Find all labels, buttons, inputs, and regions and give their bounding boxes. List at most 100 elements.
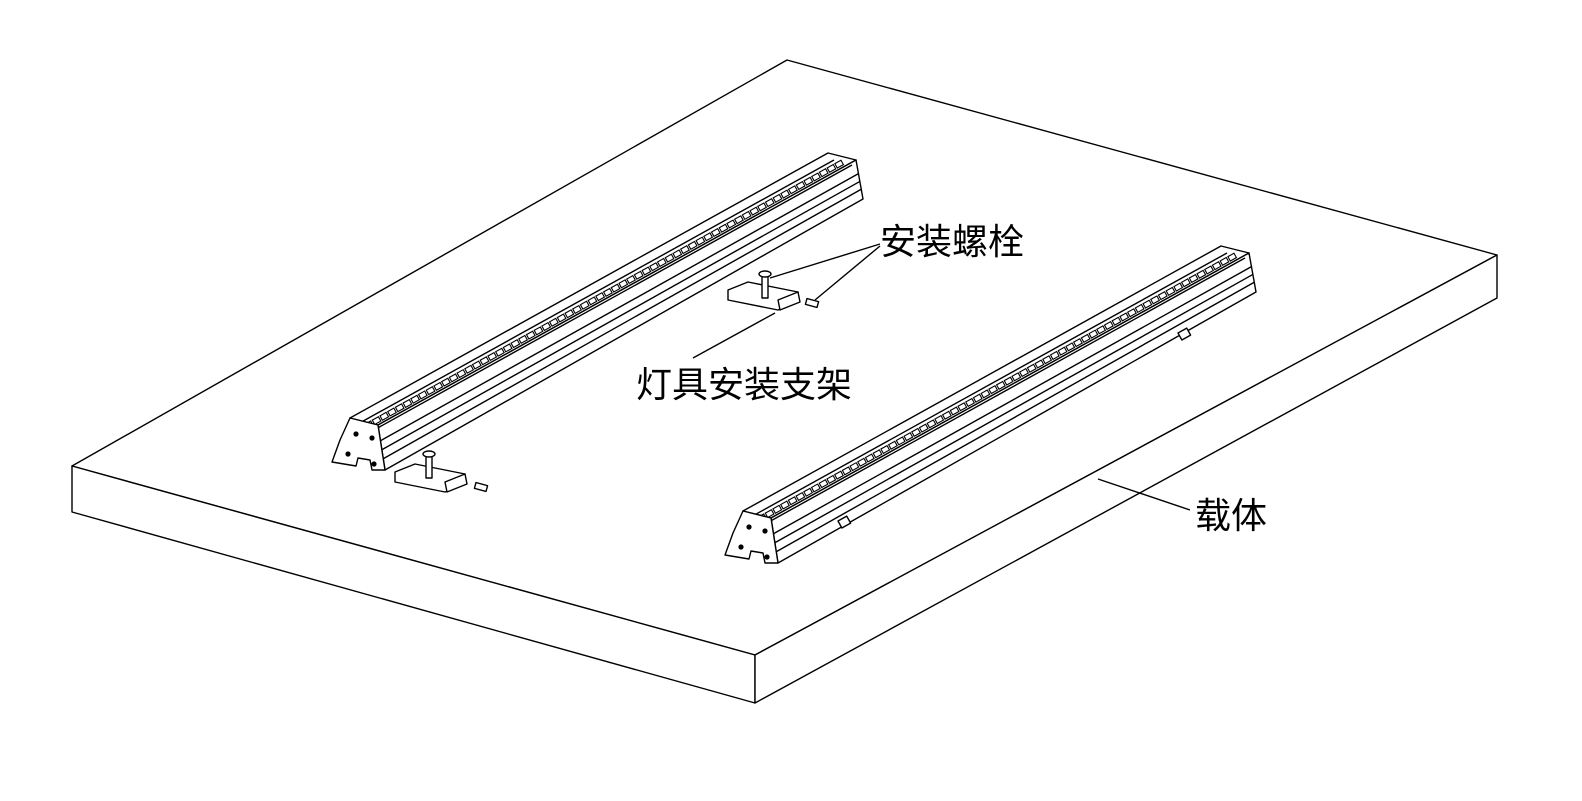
led-chip [571, 304, 583, 315]
led-chip [810, 172, 822, 182]
led-chip [1034, 359, 1045, 369]
led-chip [895, 436, 906, 446]
led-chip [818, 168, 829, 178]
led-chip [494, 347, 505, 357]
led-chip [787, 185, 798, 195]
led-chip [1173, 282, 1184, 292]
led-chip [857, 457, 868, 467]
slab-side-face [754, 254, 1498, 704]
led-chip [417, 390, 428, 400]
led-chip [518, 334, 529, 345]
led-chip [1142, 299, 1153, 309]
led-chip [710, 227, 721, 238]
screw-hole-icon [353, 431, 359, 437]
led-chip [795, 180, 806, 191]
led-chip [479, 356, 490, 366]
leader-carrier [1097, 478, 1191, 511]
led-chip [918, 423, 929, 433]
led-chip [988, 385, 999, 395]
led-chip [1080, 333, 1091, 343]
led-chip [448, 373, 459, 383]
screw-hole-icon [345, 451, 351, 457]
led-chip [834, 159, 845, 169]
fixture-groove [775, 281, 1255, 553]
led-chip [1042, 355, 1053, 365]
led-chip [548, 317, 559, 327]
led-chip [911, 427, 922, 438]
led-chip [826, 474, 837, 485]
fixture-end-cap [724, 510, 779, 564]
led-chip [980, 389, 991, 399]
led-chip [949, 406, 960, 416]
led-chip [402, 398, 413, 409]
led-chip [1227, 252, 1238, 262]
fixture-groove [380, 173, 859, 442]
mounting-bracket-back [727, 270, 820, 311]
label-carrier: 载体 [1195, 496, 1267, 537]
led-chip [1196, 269, 1207, 279]
led-chip [440, 377, 451, 387]
leader-bolt-1 [769, 243, 881, 279]
led-chip [926, 419, 937, 429]
led-chip [887, 440, 898, 450]
led-chip [1211, 261, 1222, 271]
led-chip [1111, 316, 1122, 326]
led-chip [872, 449, 883, 459]
fixture-groove [381, 180, 861, 451]
leader-bolt-2 [814, 245, 881, 301]
led-chip [941, 410, 952, 420]
led-chip [379, 411, 390, 421]
screw-hole-icon [738, 544, 744, 550]
led-chip [1065, 342, 1076, 352]
led-chip [1219, 256, 1230, 267]
led-chip [672, 249, 683, 259]
led-chip [664, 253, 675, 263]
led-chip [787, 496, 798, 506]
led-chip [641, 266, 652, 276]
led-chip [826, 163, 837, 174]
led-chip [579, 300, 590, 310]
led-chip [1203, 265, 1215, 275]
label-bracket: 灯具安装支架 [636, 365, 852, 406]
led-chip [772, 193, 783, 203]
led-chip [1096, 325, 1107, 335]
screw-hole-icon [762, 528, 768, 534]
bolt-horizontal [473, 481, 489, 493]
led-chip [1126, 308, 1137, 318]
led-chip [1188, 273, 1199, 284]
led-chip [679, 244, 690, 255]
led-chip [795, 491, 806, 502]
led-chip [394, 403, 405, 413]
mounting-bracket-front [394, 450, 489, 493]
led-chip [386, 407, 398, 417]
carrier-slab [71, 59, 1498, 704]
fixture-clip [837, 515, 852, 529]
led-chip [371, 415, 382, 426]
led-chip [525, 330, 536, 340]
led-chip [703, 232, 714, 242]
led-chip [625, 274, 637, 285]
fixture-groove [773, 266, 1252, 535]
led-chip [533, 326, 544, 336]
led-chip [1011, 372, 1022, 382]
screw-hole-icon [369, 435, 375, 441]
led-chip [780, 189, 791, 199]
bolt-horizontal [804, 297, 820, 309]
leader-bracket [692, 312, 776, 359]
light-fixture-left [331, 152, 864, 471]
led-chip [1057, 346, 1068, 356]
led-chip [733, 215, 744, 225]
label-bolts: 安装螺栓 [880, 222, 1024, 263]
led-chip [633, 270, 644, 280]
led-chip [649, 262, 660, 272]
led-chip [1049, 350, 1060, 361]
led-chip [764, 508, 775, 519]
led-chip [1180, 278, 1191, 288]
led-chip [587, 296, 598, 306]
fixture-clip [1177, 327, 1192, 341]
led-chip [749, 206, 760, 216]
led-chip [1157, 290, 1168, 301]
led-chip [779, 500, 791, 510]
led-chip [618, 279, 629, 289]
